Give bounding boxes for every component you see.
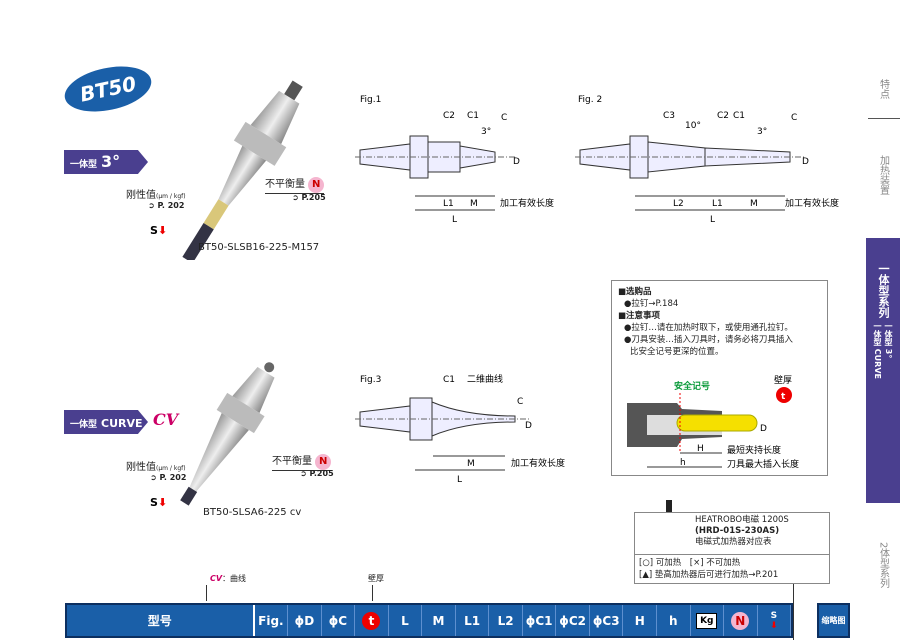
svg-text:C: C xyxy=(517,397,523,407)
svg-text:C2: C2 xyxy=(717,111,729,121)
svg-text:加工有效长度: 加工有效长度 xyxy=(785,197,839,209)
col-t: t xyxy=(355,605,389,636)
col-phi-c2: ϕC2 xyxy=(556,605,590,636)
notes-panel: ■选购品 ●拉钉→P.184 ■注意事项 ●拉钉…请在加热时取下，或使用通孔拉钉… xyxy=(611,280,828,476)
col-phi-c: ϕC xyxy=(322,605,356,636)
col-phi-c3: ϕC3 xyxy=(590,605,624,636)
cv-annotation: CV：曲线 xyxy=(210,574,247,583)
side-nav: 特点 加热装置 一体型系列一体型 3°一体型 CURVE 2体型系列 xyxy=(866,60,900,640)
fig1-drawing: Fig.1 C2 C13° C D L1 M L 加工有效长度 xyxy=(355,95,554,225)
svg-text:L: L xyxy=(452,215,457,225)
svg-text:加工有效长度: 加工有效长度 xyxy=(511,457,565,469)
sidenav-one-piece-active[interactable]: 一体型系列一体型 3°一体型 CURVE xyxy=(866,238,900,503)
cv-logo: CV xyxy=(153,410,179,429)
svg-text:3°: 3° xyxy=(481,127,491,137)
col-phi-d: ϕD xyxy=(288,605,322,636)
weight-icon: Kg xyxy=(691,605,725,636)
svg-text:C1: C1 xyxy=(467,111,479,121)
table-header: 型号 Fig. ϕD ϕC t L M L1 L2 ϕC1 ϕC2 ϕC3 H … xyxy=(65,603,793,638)
svg-text:D: D xyxy=(513,157,520,167)
svg-text:D: D xyxy=(760,424,767,434)
svg-text:10°: 10° xyxy=(685,121,701,131)
tool-holder-image-2 xyxy=(180,362,275,506)
col-l: L xyxy=(389,605,423,636)
svg-text:Fig. 2: Fig. 2 xyxy=(578,95,602,105)
tool-holder-image-1 xyxy=(182,80,303,260)
model-name-2: BT50-SLSA6-225 cv xyxy=(203,507,302,518)
rigidity-s-icon: S⬇ xyxy=(758,605,792,636)
thumbnail-header: 缩略图 xyxy=(817,603,850,638)
sidenav-two-piece[interactable]: 2体型系列 xyxy=(877,541,889,589)
svg-text:安全记号: 安全记号 xyxy=(674,380,710,392)
col-l2: L2 xyxy=(489,605,523,636)
svg-text:二维曲线: 二维曲线 xyxy=(467,373,503,385)
wall-annotation: 壁厚 xyxy=(368,574,384,583)
balance-label-2: 不平衡量 N xyxy=(272,452,332,471)
svg-text:加工有效长度: 加工有效长度 xyxy=(500,197,554,209)
fig3-drawing: Fig.3 C1 二维曲线 C D ML 加工有效长度 xyxy=(355,373,565,485)
s-arrow-icon: S⬇ xyxy=(150,224,168,237)
svg-text:H: H xyxy=(697,444,704,454)
col-l1: L1 xyxy=(456,605,490,636)
svg-text:D: D xyxy=(525,421,532,431)
heatrobo-panel: HEATROBO电磁 1200S(HRD-01S-230AS)电磁式加热器对应表… xyxy=(634,512,830,584)
svg-text:D: D xyxy=(802,157,809,167)
model-name-1: BT50-SLSB16-225-M157 xyxy=(198,242,320,253)
rigidity-label-1: 刚性值(μm / kgf) xyxy=(126,190,186,201)
rigidity-label-2: 刚性值(μm / kgf) xyxy=(126,462,186,473)
heat-ref-link[interactable]: [▲] 垫高加热器后可进行加热→P.201 xyxy=(639,570,779,580)
col-phi-c1: ϕC1 xyxy=(523,605,557,636)
svg-text:壁厚: 壁厚 xyxy=(774,374,792,386)
svg-text:刀具最大插入长度: 刀具最大插入长度 xyxy=(727,458,799,470)
svg-text:最短夹持长度: 最短夹持长度 xyxy=(727,444,781,456)
svg-text:C3: C3 xyxy=(663,111,675,121)
svg-text:C: C xyxy=(501,113,507,123)
svg-text:C2: C2 xyxy=(443,111,455,121)
svg-text:Fig.1: Fig.1 xyxy=(360,95,381,105)
balance-ref-1[interactable]: ➲ P.205 xyxy=(292,193,326,202)
svg-text:L2: L2 xyxy=(673,199,684,209)
col-fig: Fig. xyxy=(255,605,289,636)
col-h-upper: H xyxy=(623,605,657,636)
svg-text:C1: C1 xyxy=(733,111,745,121)
sidenav-heating[interactable]: 加热装置 xyxy=(877,155,889,195)
svg-text:L1: L1 xyxy=(712,199,723,209)
rigidity-ref-2[interactable]: ➲ P. 202 xyxy=(150,473,187,482)
balance-icon: N xyxy=(724,605,758,636)
sidenav-features[interactable]: 特点 xyxy=(877,79,889,99)
fig2-drawing: Fig. 2 C3 10° C2 C1 3° C D L2 L1 M L 加工有效长度 xyxy=(575,95,839,225)
s-arrow-icon: S⬇ xyxy=(150,496,168,509)
balance-label-1: 不平衡量 N xyxy=(265,175,325,194)
svg-text:M: M xyxy=(467,459,475,469)
pull-stud-link[interactable]: ●拉钉→P.184 xyxy=(624,299,679,309)
svg-text:L: L xyxy=(710,215,715,225)
insertion-diagram: 安全记号 壁厚 t D H 最短夹持长度 h 刀具最大插入长度 xyxy=(627,374,799,470)
col-m: M xyxy=(422,605,456,636)
balance-ref-2[interactable]: ➲ P.205 xyxy=(300,469,334,478)
svg-text:h: h xyxy=(680,458,686,468)
col-h-lower: h xyxy=(657,605,691,636)
svg-text:C: C xyxy=(791,113,797,123)
svg-text:3°: 3° xyxy=(757,127,767,137)
svg-text:C1: C1 xyxy=(443,375,455,385)
series-badge: BT50 xyxy=(60,59,156,119)
svg-text:t: t xyxy=(781,392,786,402)
svg-text:L: L xyxy=(457,475,462,485)
rigidity-ref-1[interactable]: ➲ P. 202 xyxy=(148,201,185,210)
svg-text:M: M xyxy=(750,199,758,209)
svg-text:Fig.3: Fig.3 xyxy=(360,375,381,385)
col-model: 型号 xyxy=(67,605,255,636)
svg-text:L1: L1 xyxy=(443,199,454,209)
svg-text:M: M xyxy=(470,199,478,209)
